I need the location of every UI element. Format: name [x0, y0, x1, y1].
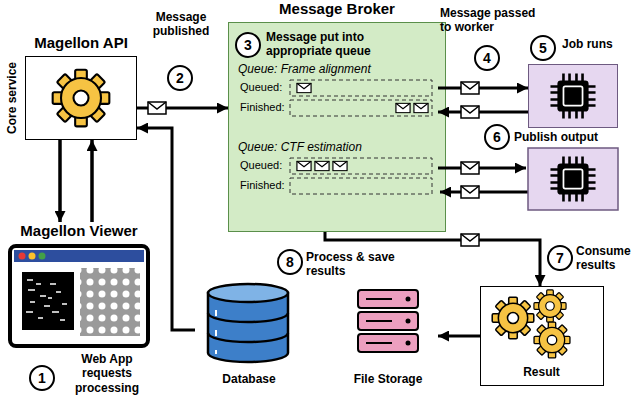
micrograph-image	[22, 272, 74, 330]
server-led	[406, 297, 411, 302]
worker-box	[528, 148, 618, 210]
side-label: Core service	[5, 56, 21, 140]
server-led	[406, 319, 411, 324]
flow-arrow	[58, 140, 62, 222]
window-bar	[14, 250, 144, 262]
database-body	[208, 293, 288, 362]
database-highlight	[215, 310, 217, 354]
worker-frame	[528, 64, 618, 128]
flow-arrow	[438, 111, 528, 114]
callout-number: 4	[474, 45, 500, 71]
service-frame	[25, 56, 137, 140]
envelope-icon	[461, 186, 479, 198]
envelope-icon	[414, 103, 428, 112]
edge-label: Message published	[145, 10, 217, 39]
worker-label: Job runs	[562, 37, 618, 51]
server-unit	[358, 334, 418, 352]
box-heading: Message Broker	[228, 0, 446, 18]
gear-icon	[534, 322, 570, 358]
flow-arrow	[137, 128, 195, 330]
server-unit	[358, 312, 418, 330]
queue-row-label: Finished:	[240, 101, 290, 114]
worker-arrow	[438, 167, 526, 170]
chip-icon	[550, 156, 595, 201]
window-dot	[39, 253, 46, 260]
grid-holes	[80, 268, 140, 336]
callout-number: 2	[167, 65, 193, 91]
icon-label: File Storage	[338, 372, 438, 386]
queue-box: Queue: CTF estimationQueued: Finished:	[236, 140, 438, 198]
server-led	[406, 341, 411, 346]
grid-image	[80, 268, 140, 336]
callout-number: 6	[484, 124, 510, 150]
database-node: Database	[195, 282, 303, 394]
gear-icon	[534, 290, 566, 322]
queue-heading: Queue: CTF estimation	[238, 140, 438, 154]
envelope-icon	[297, 161, 311, 170]
storage-node: File Storage	[338, 282, 438, 394]
server-unit	[358, 290, 418, 308]
icon-label: Database	[195, 372, 303, 386]
envelope-icon	[396, 103, 410, 112]
callout-number: 8	[277, 249, 303, 275]
viewer-box: Magellon Viewer	[5, 222, 153, 348]
micrograph-particles	[26, 280, 67, 320]
envelope-icon	[461, 234, 479, 246]
step-note: Web App requests processing	[66, 352, 148, 395]
window-dot	[29, 253, 36, 260]
worker-arrow	[440, 191, 528, 194]
callout-number: 5	[530, 35, 556, 61]
step-note: Process & save results	[306, 250, 416, 279]
queue-row-label: Queued:	[240, 81, 290, 94]
chip-icon	[550, 73, 595, 118]
queue-row-label: Finished:	[240, 179, 290, 192]
database-band	[208, 313, 288, 342]
window-dot	[19, 253, 26, 260]
result-box: Result	[480, 286, 604, 386]
callout-number: 1	[29, 365, 55, 391]
envelope-icon	[333, 161, 347, 170]
edge-label: Publish output	[514, 130, 634, 144]
box-heading: Magellon API	[19, 34, 143, 52]
envelope-icon	[461, 82, 479, 94]
queue-box: Queue: Frame alignmentQueued: Finished:	[236, 62, 438, 120]
gear-icon	[53, 70, 110, 127]
database-top	[208, 284, 288, 302]
envelope-icon	[461, 106, 479, 118]
gear-icon	[492, 297, 534, 339]
box-heading: Magellon Viewer	[5, 222, 153, 240]
step-note: Message put into appropriate queue	[266, 30, 391, 59]
callout-number: 3	[235, 32, 261, 58]
server-slot	[366, 299, 392, 343]
queue-slot	[290, 178, 432, 194]
flow-arrow	[137, 107, 228, 110]
service-box: Magellon APICore service	[5, 34, 137, 140]
queue-slot	[290, 100, 432, 116]
envelope-icon	[297, 83, 311, 92]
queue-slot	[290, 80, 432, 96]
queue-row-label: Queued:	[240, 159, 290, 172]
laptop-screen	[10, 246, 148, 346]
flow-arrow	[438, 335, 480, 338]
edge-label: Message passed to worker	[440, 6, 545, 35]
envelope-icon	[461, 162, 479, 174]
flow-arrow	[90, 140, 94, 222]
envelope-icon	[148, 102, 166, 114]
queue-slot	[290, 158, 432, 174]
callout-number: 7	[547, 245, 573, 271]
flow-arrow	[438, 87, 528, 90]
box-label: Result	[481, 365, 602, 379]
queue-heading: Queue: Frame alignment	[238, 62, 438, 76]
envelope-icon	[315, 161, 329, 170]
edge-label: Consume results	[576, 244, 640, 273]
